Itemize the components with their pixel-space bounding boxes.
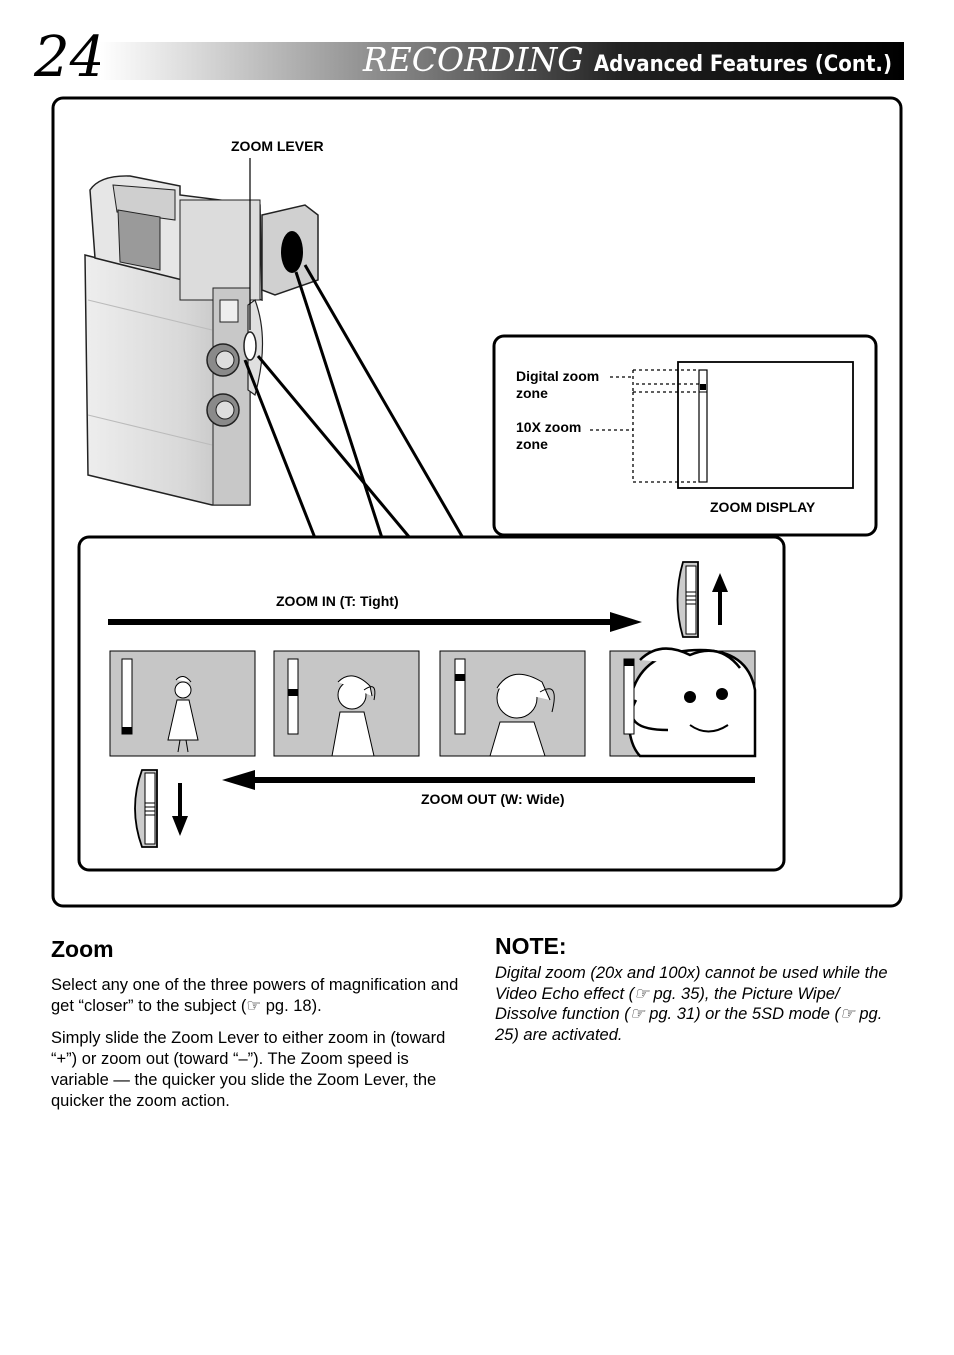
- note-text: Digital zoom (20x and 100x) cannot be us…: [495, 964, 888, 1044]
- zoom-frame-2: [273, 650, 420, 757]
- zoom-in-arrowhead: [610, 612, 642, 632]
- camcorder-illustration: [84, 175, 319, 506]
- pointing-hand-icon: ☞: [629, 1005, 645, 1023]
- zoom-frame-3: [439, 650, 586, 757]
- zoom-out-arrowhead: [222, 770, 255, 790]
- section-title: RECORDING: [362, 40, 584, 79]
- outer-frame: [51, 96, 903, 908]
- zoom-frame-4: [609, 647, 757, 758]
- pointing-hand-icon: ☞: [634, 984, 649, 1003]
- section-subtitle: Advanced Features (Cont.): [593, 52, 892, 77]
- pointing-hand-icon: ☞: [246, 997, 262, 1015]
- header-bar: [100, 42, 904, 80]
- zoom-heading: Zoom: [51, 936, 114, 962]
- zoom-lever-wide-icon: [134, 769, 188, 848]
- zoom-display-bar: [698, 369, 708, 483]
- zoom-illustration: [51, 96, 903, 908]
- note-heading: NOTE:: [495, 933, 567, 959]
- zoom-frame-1: [109, 650, 256, 757]
- zoom-paragraph-1: Select any one of the three powers of ma…: [51, 976, 459, 1015]
- pointing-hand-icon: ☞: [839, 1005, 855, 1023]
- digital-zoom-label: Digital zoom zone: [516, 368, 600, 401]
- zoom-in-label: ZOOM IN (T: Tight): [276, 593, 399, 609]
- header-title: RECORDING Advanced Features (Cont.): [363, 40, 892, 79]
- tenx-zoom-label: 10X zoom zone: [516, 419, 582, 452]
- page-number: 24: [34, 25, 106, 90]
- zoom-out-label: ZOOM OUT (W: Wide): [421, 791, 565, 807]
- zoom-lever-label: ZOOM LEVER: [231, 138, 324, 154]
- zoom-lever-tele-icon: [676, 561, 728, 638]
- zoom-display-label: ZOOM DISPLAY: [710, 499, 816, 515]
- zoom-paragraph-2: Simply slide the Zoom Lever to either zo…: [51, 1029, 446, 1110]
